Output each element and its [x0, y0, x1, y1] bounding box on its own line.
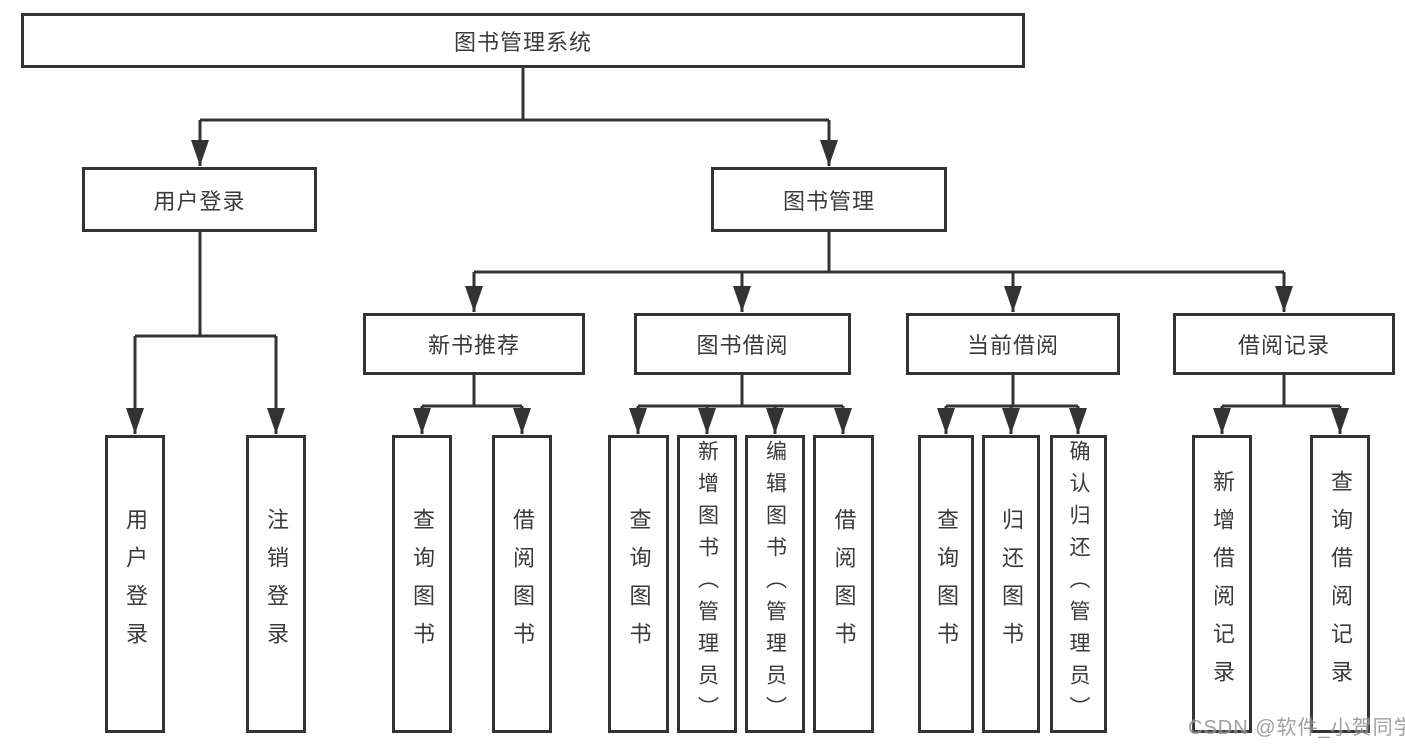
node-label: 新增借阅记录 [1210, 470, 1235, 698]
leaf-query-books-recommend: 查询图书 [392, 435, 452, 733]
node-current-borrowing: 当前借阅 [906, 313, 1120, 375]
leaf-logout: 注销登录 [246, 435, 306, 733]
node-label: 归还图书 [999, 508, 1024, 660]
node-label: 借阅图书 [510, 508, 535, 660]
leaf-query-books-current: 查询图书 [918, 435, 974, 733]
node-book-borrowing: 图书借阅 [634, 313, 851, 375]
node-label: 查询图书 [410, 508, 435, 660]
leaf-edit-book-admin: 编辑图书（管理员） [745, 435, 805, 733]
node-label: 用户登录 [153, 188, 246, 214]
node-label: 注销登录 [264, 508, 289, 660]
leaf-borrow-books-recommend: 借阅图书 [492, 435, 552, 733]
node-label: 借阅记录 [1237, 333, 1330, 358]
leaf-user-login: 用户登录 [105, 435, 165, 733]
node-label: 用户登录 [123, 508, 148, 660]
node-label: 图书管理系统 [453, 29, 592, 55]
node-label: 图书借阅 [696, 333, 789, 358]
node-user-login: 用户登录 [82, 167, 317, 232]
node-book-management: 图书管理 [711, 167, 947, 232]
node-label: 查询借阅记录 [1328, 470, 1353, 698]
node-root: 图书管理系统 [21, 13, 1025, 68]
leaf-query-borrow-record: 查询借阅记录 [1310, 435, 1370, 733]
leaf-return-book: 归还图书 [982, 435, 1040, 733]
csdn-watermark: CSDN @软件_小贺同学 [1188, 717, 1405, 739]
node-label: 借阅图书 [831, 508, 857, 660]
leaf-add-book-admin: 新增图书（管理员） [677, 435, 737, 733]
node-label: 编辑图书（管理员） [763, 440, 787, 728]
node-label: 当前借阅 [966, 333, 1059, 358]
node-label: 图书管理 [782, 188, 875, 214]
node-new-book-recommendation: 新书推荐 [363, 313, 585, 375]
node-borrowing-records: 借阅记录 [1173, 313, 1395, 375]
leaf-confirm-return-admin: 确认归还（管理员） [1050, 435, 1107, 733]
leaf-add-borrow-record: 新增借阅记录 [1192, 435, 1252, 733]
node-label: 新增图书（管理员） [695, 440, 719, 728]
leaf-query-books-borrow: 查询图书 [608, 435, 669, 733]
leaf-borrow-books: 借阅图书 [813, 435, 874, 733]
node-label: 查询图书 [626, 508, 652, 660]
node-label: 新书推荐 [427, 333, 520, 358]
node-label: 查询图书 [934, 508, 959, 660]
node-label: 确认归还（管理员） [1067, 440, 1090, 728]
